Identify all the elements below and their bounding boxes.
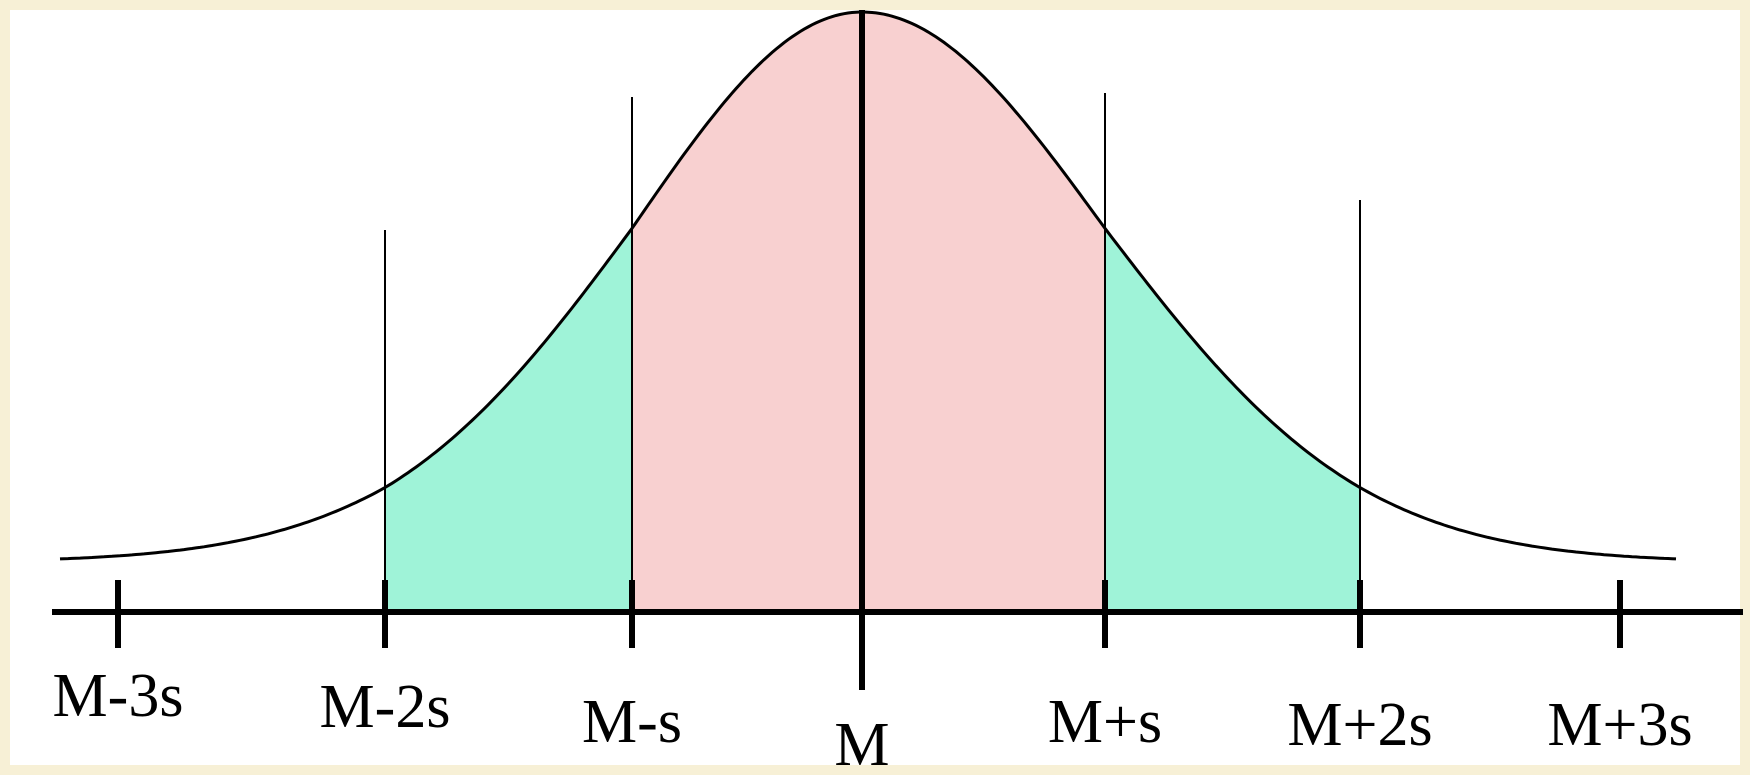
label-m-minus-s: M-s [582, 688, 682, 756]
label-m-minus-2s: M-2s [320, 673, 451, 741]
bell-curve [59, 10, 1677, 561]
outer-band-left [385, 228, 632, 612]
label-m-plus-s: M+s [1048, 688, 1162, 756]
label-m: M [834, 711, 889, 775]
label-m-minus-3s: M-3s [53, 662, 184, 730]
axis-ticks [115, 580, 1623, 690]
center-band [632, 12, 1105, 612]
axis-labels: M-3s M-2s M-s M M+s M+2s M+3s [53, 662, 1693, 775]
label-m-plus-3s: M+3s [1547, 691, 1692, 759]
sigma-guide-lines [384, 10, 1361, 612]
outer-band-right [1105, 228, 1360, 612]
shaded-regions [385, 12, 1360, 612]
label-m-plus-2s: M+2s [1287, 691, 1432, 759]
